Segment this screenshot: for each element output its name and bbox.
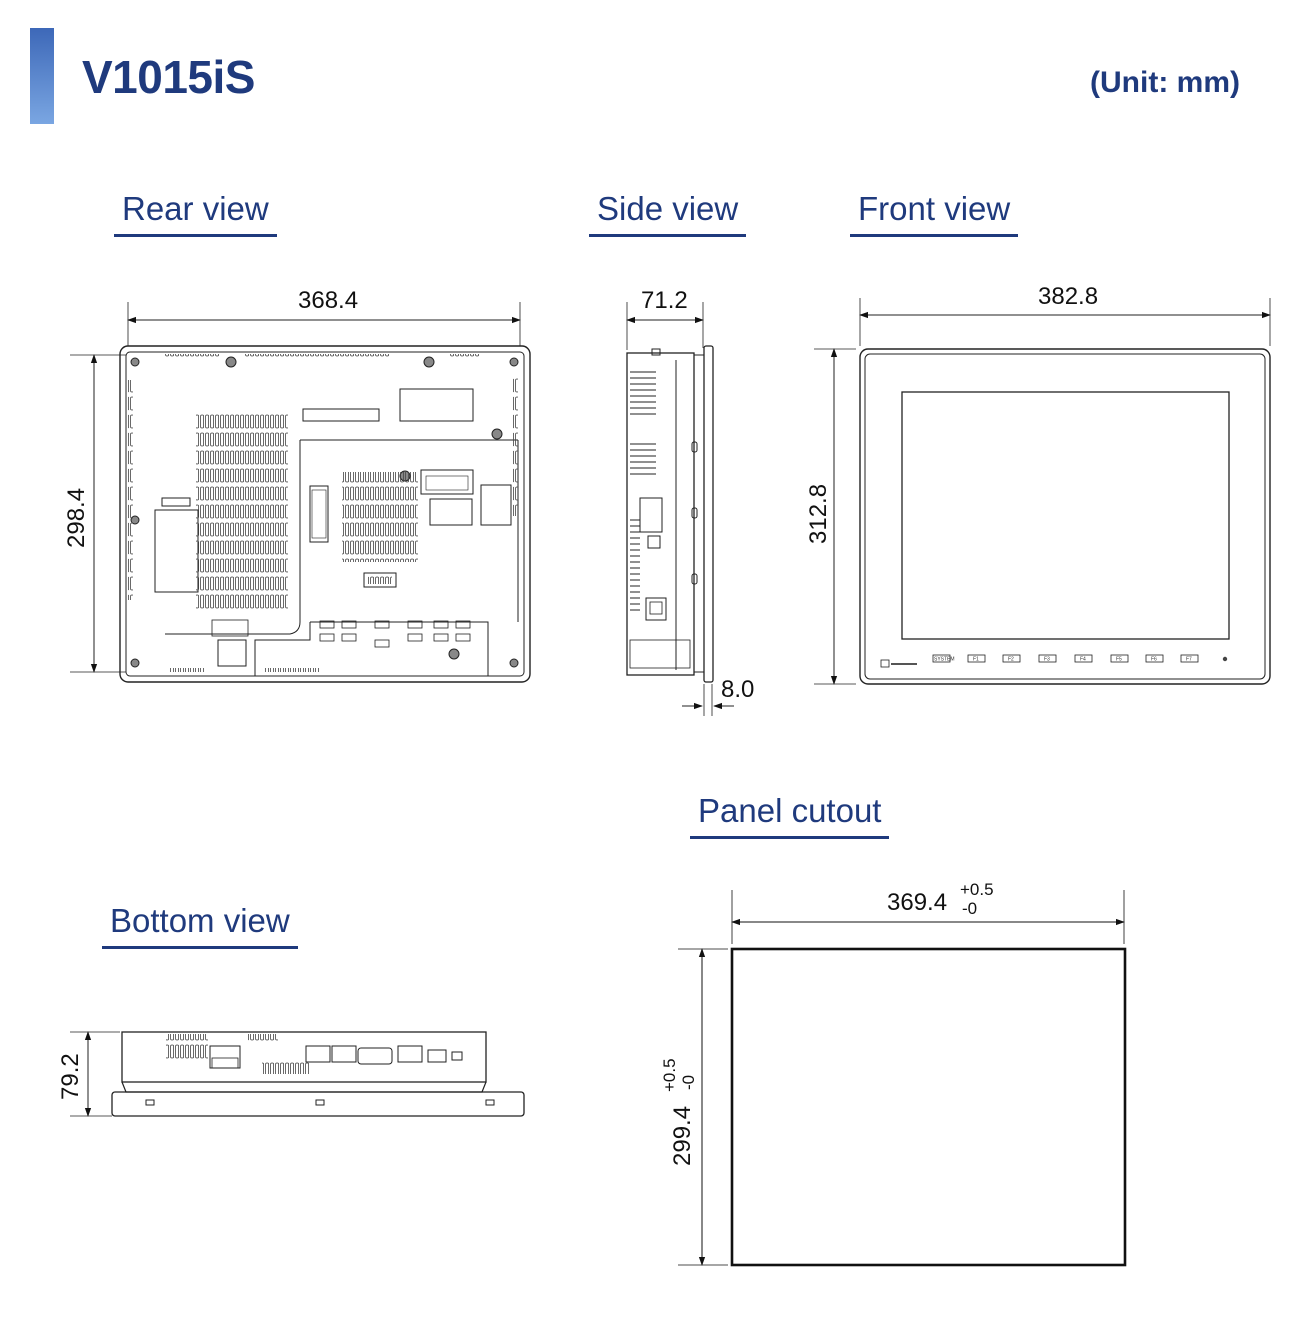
cutout-rectangle [730, 947, 1127, 1267]
front-view-drawing [814, 298, 1271, 685]
rear-width-value: 368.4 [298, 287, 358, 314]
key-f7-label: F7 [1186, 657, 1192, 663]
rear-view-drawing [70, 302, 531, 683]
cutout-height-value: 299.4 [669, 1106, 696, 1166]
panel-cutout-title: Panel cutout [690, 792, 890, 839]
key-f2-label: F2 [1008, 657, 1014, 663]
cutout-width-tol-minus: -0 [962, 899, 977, 918]
cutout-height-tol-minus: -0 [679, 1075, 698, 1090]
cutout-height-tol-plus: +0.5 [660, 1058, 679, 1092]
bottom-bezel [111, 1091, 525, 1117]
cutout-width-tol-plus: +0.5 [960, 880, 994, 899]
bottom-height-value: 79.2 [57, 1053, 84, 1100]
front-screen [901, 391, 1230, 640]
key-f3-label: F3 [1044, 657, 1050, 663]
unit-label: (Unit: mm) [1090, 66, 1240, 99]
accent-bar [30, 28, 54, 124]
side-view-drawing [626, 302, 734, 716]
bottom-view-drawing [70, 1031, 525, 1117]
front-width-value: 382.8 [1038, 283, 1098, 310]
rear-case-outline [119, 345, 531, 683]
key-f5-label: F5 [1116, 657, 1122, 663]
bottom-view-title: Bottom view [102, 902, 298, 949]
front-bezel-outline [859, 348, 1271, 685]
key-f4-label: F4 [1080, 657, 1086, 663]
side-bezel-value: 8.0 [721, 676, 754, 703]
key-f1-label: F1 [973, 657, 979, 663]
front-view-title: Front view [850, 190, 1019, 237]
rear-view-title: Rear view [114, 190, 277, 237]
rear-height-value: 298.4 [63, 488, 90, 548]
side-depth-value: 71.2 [641, 287, 688, 314]
front-height-value: 312.8 [805, 484, 832, 544]
side-bezel [703, 345, 714, 683]
side-view-title: Side view [589, 190, 747, 237]
bottom-body-outline [121, 1031, 487, 1083]
front-keys: SYSTEM F1 F2 F3 F4 F5 F6 F7 [932, 654, 1199, 663]
rear-screws [130, 356, 519, 668]
panel-cutout-drawing [678, 890, 1127, 1267]
key-f6-label: F6 [1151, 657, 1157, 663]
side-body-outline [626, 352, 695, 676]
page-title: V1015iS [82, 51, 255, 103]
key-system-label: SYSTEM [934, 657, 955, 663]
cutout-width-value: 369.4 [887, 889, 947, 916]
rear-vent-grille [196, 412, 288, 610]
